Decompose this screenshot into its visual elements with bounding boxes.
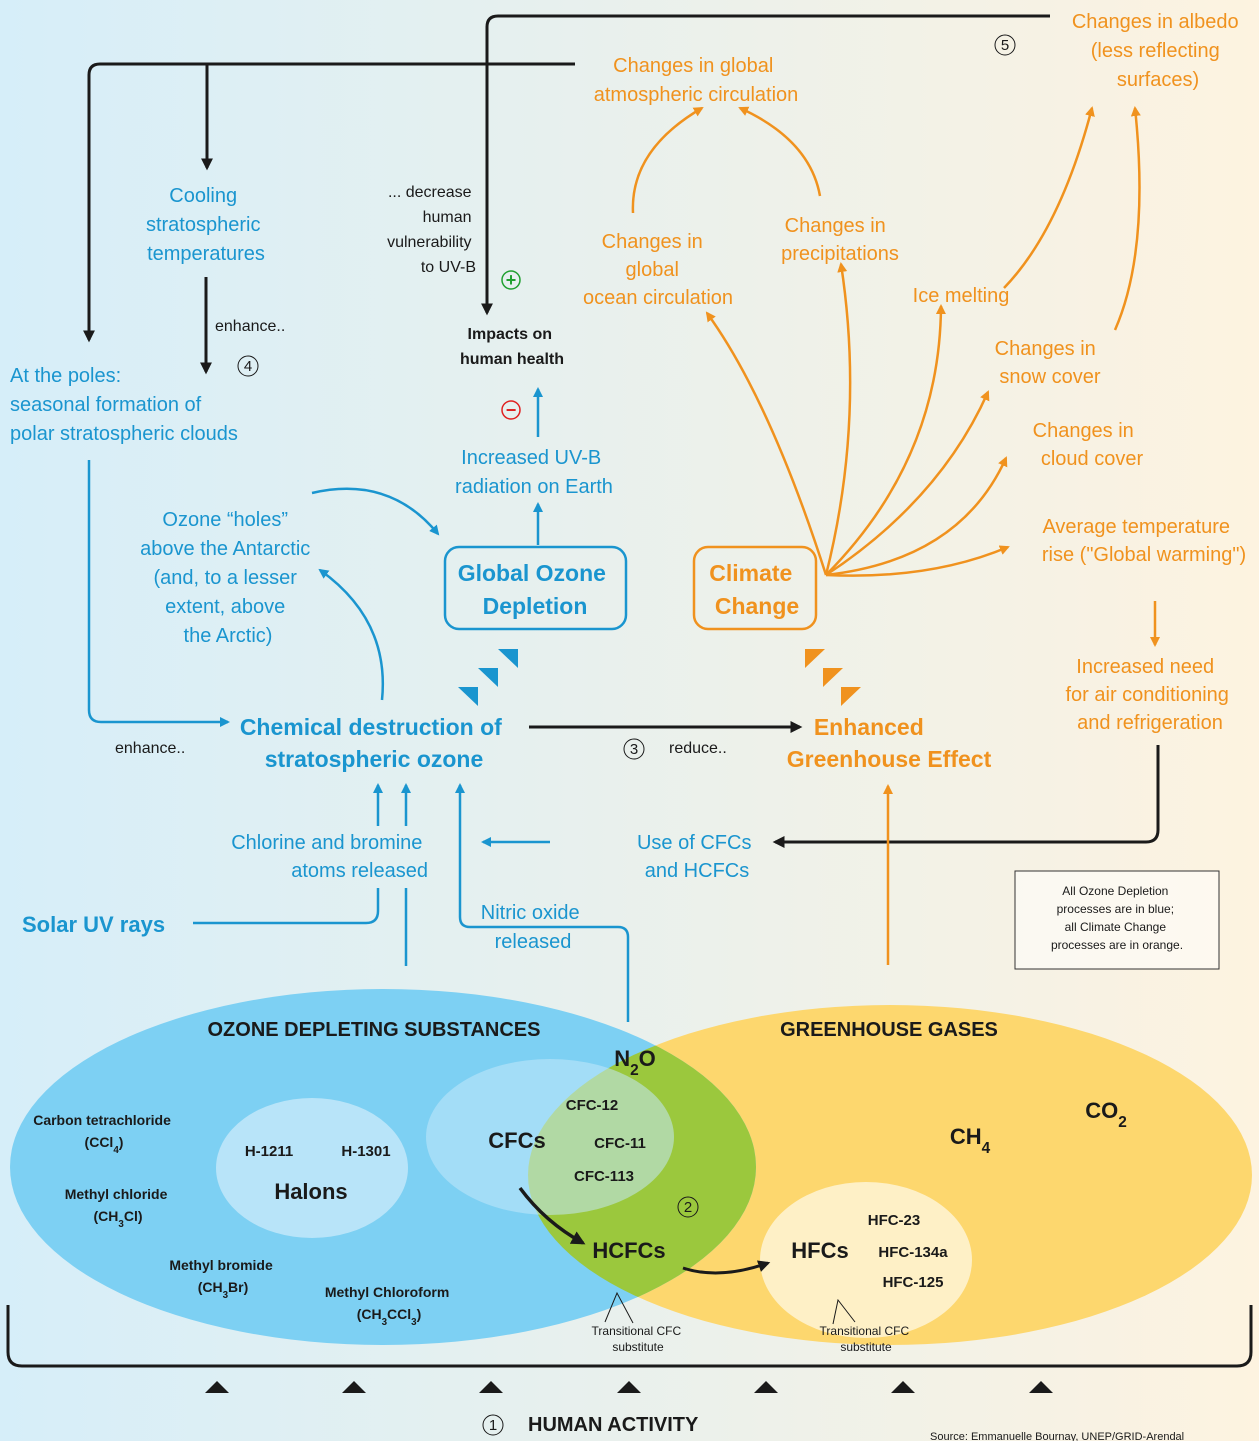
blue-connectors — [87, 387, 630, 1022]
substance-ellipses — [10, 989, 1252, 1345]
methyl-chloride-label: Methyl chloride (CH3Cl) — [65, 1186, 172, 1230]
h1211-label: H-1211 — [245, 1143, 293, 1160]
transitional-hcfc-label: Transitional CFC substitute — [592, 1324, 685, 1354]
plus-sign: + — [506, 270, 517, 290]
climate-change-label: Climate Change — [709, 560, 799, 619]
ods-title: OZONE DEPLETING SUBSTANCES — [208, 1019, 541, 1041]
cfc12-label: CFC-12 — [566, 1097, 619, 1114]
uvb-radiation-label: Increased UV-B radiation on Earth — [455, 447, 613, 498]
transitional-hfc-label: Transitional CFC substitute — [820, 1324, 913, 1354]
step-2-number: 2 — [684, 1199, 692, 1216]
albedo-label: Changes in albedo (less reflecting surfa… — [1072, 11, 1244, 91]
methyl-bromide-label: Methyl bromide (CH3Br) — [169, 1257, 276, 1301]
ozone-flag-markers — [458, 649, 518, 706]
ghg-title: GREENHOUSE GASES — [780, 1019, 998, 1041]
global-ozone-depletion-box — [443, 545, 628, 631]
air-conditioning-label: Increased need for air conditioning and … — [1066, 656, 1235, 734]
chemical-destruction-label: Chemical destruction of stratospheric oz… — [240, 714, 508, 772]
ice-melting-label: Ice melting — [913, 285, 1010, 307]
step-5-number: 5 — [1001, 37, 1009, 54]
cfc113-label: CFC-113 — [574, 1168, 634, 1185]
temperature-rise-label: Average temperature rise ("Global warmin… — [1042, 516, 1246, 566]
human-activity-bracket — [6, 1305, 1253, 1368]
hfcs-label: HFCs — [791, 1238, 848, 1263]
hfcs-inner-ellipse — [760, 1182, 972, 1338]
carbon-tetrachloride-label: Carbon tetrachloride (CCl4) — [33, 1112, 175, 1156]
reduce-label: reduce.. — [669, 740, 727, 757]
climate-flag-markers — [805, 649, 861, 706]
snow-cover-label: Changes in snow cover — [995, 338, 1102, 388]
halons-inner-ellipse — [216, 1098, 408, 1238]
n2o-label: N2O — [614, 1046, 656, 1079]
enhance-bottom-label: enhance.. — [115, 740, 185, 757]
legend-note-box — [1014, 870, 1220, 970]
hfc134a-label: HFC-134a — [878, 1244, 948, 1261]
human-activity-label: HUMAN ACTIVITY — [528, 1414, 699, 1436]
minus-circle — [501, 400, 521, 420]
global-circulation-label: Changes in global atmospheric circulatio… — [594, 55, 799, 106]
hfc23-label: HFC-23 — [868, 1212, 921, 1229]
global-ozone-depletion-label: Global Ozone Depletion — [458, 560, 613, 619]
number-circles — [237, 34, 1016, 1436]
cooling-label: Cooling stratospheric temperatures — [146, 185, 266, 265]
decrease-vulnerability-label: ... decrease human vulnerability to UV-B — [387, 184, 476, 276]
polar-clouds-label: At the poles: seasonal formation of pola… — [10, 365, 238, 445]
cloud-cover-label: Changes in cloud cover — [1033, 420, 1144, 470]
impacts-health-label: Impacts on human health — [460, 326, 564, 368]
step-4-number: 4 — [244, 358, 252, 375]
h1301-label: H-1301 — [341, 1143, 390, 1160]
step-1-number: 1 — [489, 1417, 497, 1434]
black-connectors — [83, 14, 1160, 1275]
ocean-circulation-label: Changes in global ocean circulation — [583, 231, 733, 309]
ozone-holes-label: Ozone “holes” above the Antarctic (and, … — [140, 509, 316, 647]
minus-sign: − — [506, 400, 517, 420]
co2-label: CO2 — [1085, 1098, 1127, 1131]
hcfcs-label: HCFCs — [592, 1238, 665, 1263]
activity-triangles — [205, 1381, 1053, 1393]
hfc125-label: HFC-125 — [883, 1274, 944, 1291]
step-3-number: 3 — [630, 741, 638, 758]
enhance-top-label: enhance.. — [215, 318, 285, 335]
cfc-use-label: Use of CFCs and HCFCs — [637, 832, 757, 882]
transitional-pointers — [604, 1291, 856, 1325]
cfcs-inner-ellipse — [426, 1059, 674, 1215]
source-credit: Source: Emmanuelle Bournay, UNEP/GRID-Ar… — [930, 1431, 1184, 1441]
halons-label: Halons — [274, 1179, 347, 1204]
legend-note-text: All Ozone Depletion processes are in blu… — [1051, 884, 1183, 952]
ch4-label: CH4 — [950, 1124, 991, 1157]
nitric-oxide-label: Nitric oxide released — [481, 902, 585, 953]
cfcs-label: CFCs — [488, 1128, 545, 1153]
solar-uv-label: Solar UV rays — [22, 912, 165, 937]
plus-circle — [501, 270, 521, 290]
chlorine-bromine-label: Chlorine and bromine atoms released — [231, 832, 428, 882]
greenhouse-effect-label: Enhanced Greenhouse Effect — [787, 714, 992, 772]
methyl-chloroform-label: Methyl Chloroform (CH3CCl3) — [325, 1284, 453, 1328]
cfc11-label: CFC-11 — [594, 1135, 646, 1152]
orange-connectors — [631, 106, 1160, 965]
precipitations-label: Changes in precipitations — [781, 215, 899, 265]
climate-change-box — [692, 545, 818, 631]
